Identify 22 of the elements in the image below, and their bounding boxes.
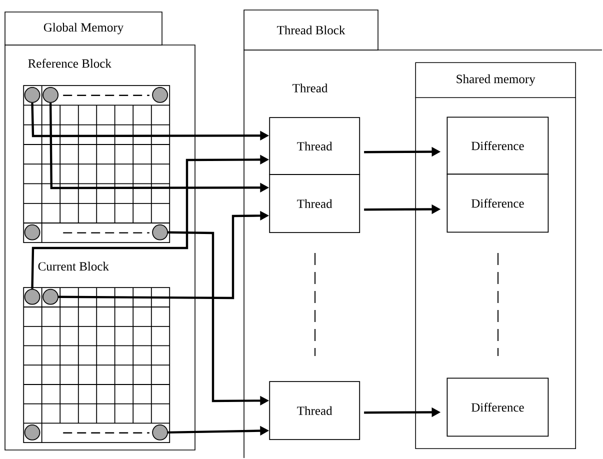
pixel-grid: Reference Block bbox=[23, 58, 170, 244]
pixel-circle bbox=[24, 424, 40, 440]
process-box: Thread bbox=[269, 117, 360, 176]
pixel-circle bbox=[24, 288, 40, 305]
pixel-circle bbox=[42, 288, 58, 305]
node-label: Reference Block bbox=[28, 58, 112, 68]
node-label: Global Memory bbox=[44, 22, 124, 34]
process-box: Thread bbox=[269, 381, 360, 440]
pixel-circle bbox=[152, 224, 168, 240]
process-box: Difference bbox=[446, 174, 549, 233]
node-label: Shared memory bbox=[456, 74, 536, 86]
pixel-circle bbox=[152, 87, 168, 103]
pixel-circle bbox=[42, 87, 58, 103]
process-box: Thread bbox=[269, 174, 360, 234]
pixel-circle bbox=[24, 87, 40, 103]
pixel-circle bbox=[24, 224, 40, 240]
column-label: Thread bbox=[292, 84, 328, 92]
node-label: Current Block bbox=[38, 262, 109, 271]
pixel-circle bbox=[152, 424, 168, 440]
process-box: Difference bbox=[446, 116, 549, 175]
pixel-grid: Current Block bbox=[23, 262, 170, 444]
process-box: Difference bbox=[446, 378, 549, 437]
